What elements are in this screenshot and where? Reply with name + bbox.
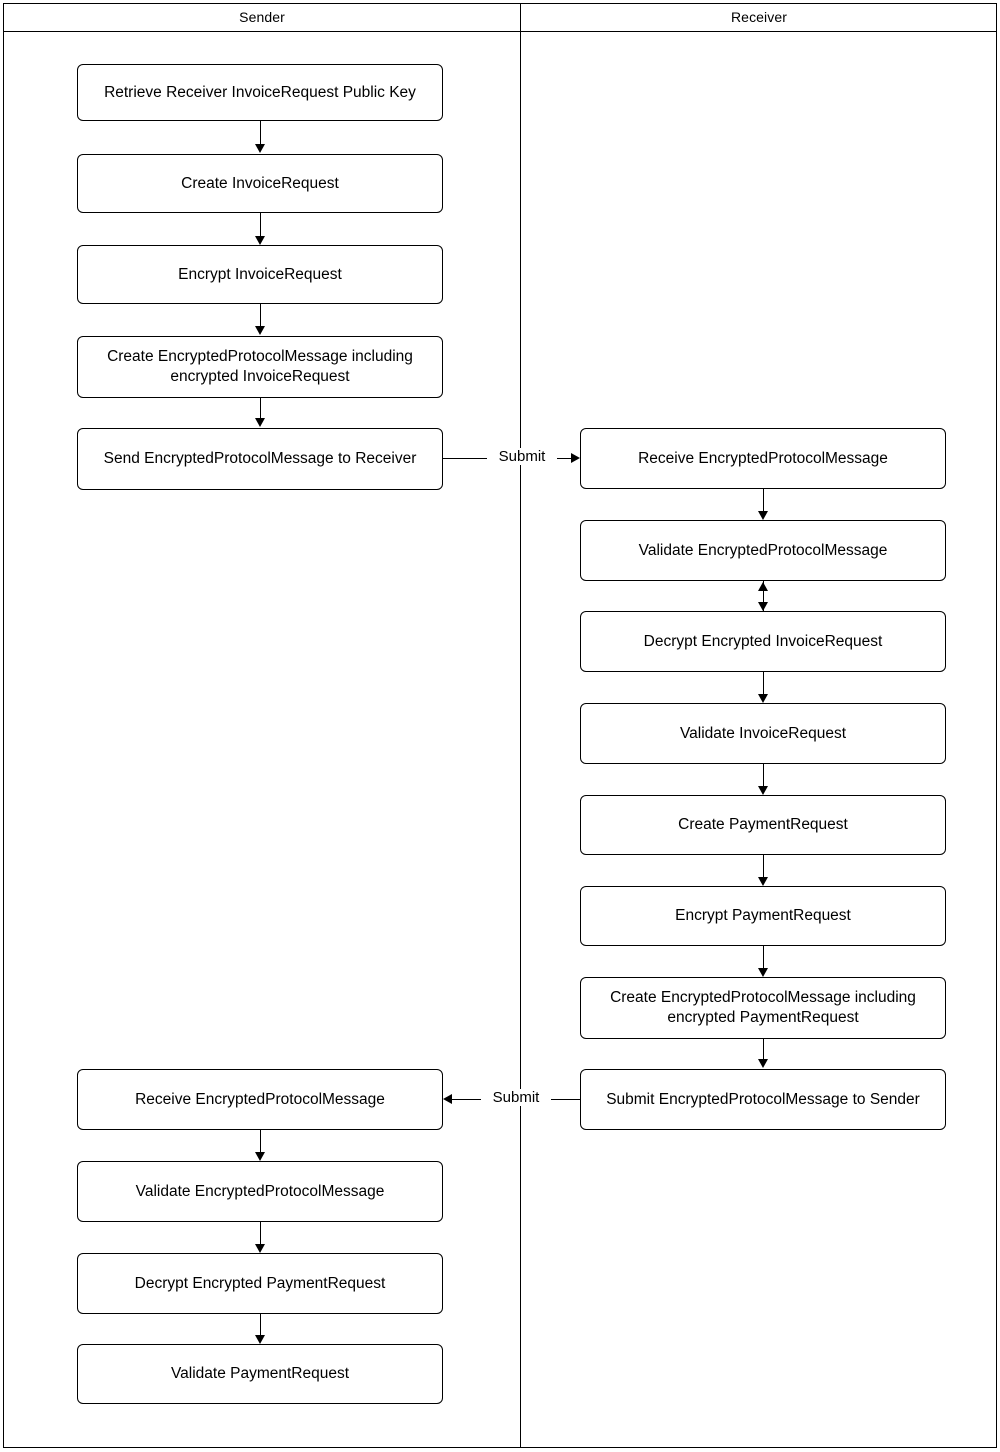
cross-edge-submit-1-label: Submit bbox=[487, 448, 557, 465]
arrowhead-receiver-5-6 bbox=[757, 877, 768, 886]
node-create-paymentrequest[interactable]: Create PaymentRequest bbox=[580, 795, 946, 855]
node-validate-encryptedprotocolmessage-sender[interactable]: Validate EncryptedProtocolMessage bbox=[77, 1161, 443, 1222]
node-validate-paymentrequest[interactable]: Validate PaymentRequest bbox=[77, 1344, 443, 1404]
node-label: Receive EncryptedProtocolMessage bbox=[638, 449, 888, 467]
connector-sender-2-3 bbox=[260, 213, 261, 236]
node-label: Create PaymentRequest bbox=[678, 816, 848, 833]
arrowhead-sender-2-3 bbox=[254, 236, 265, 245]
swimlane-frame bbox=[3, 3, 997, 1448]
node-label: Decrypt Encrypted PaymentRequest bbox=[134, 1274, 386, 1292]
node-encrypt-paymentrequest[interactable]: Encrypt PaymentRequest bbox=[580, 886, 946, 946]
cross-edge-submit-2-label: Submit bbox=[481, 1089, 551, 1106]
arrowhead-receiver-2-3-down bbox=[757, 602, 768, 611]
arrowhead-receiver-2-3-up bbox=[757, 582, 768, 591]
node-receive-encryptedprotocolmessage-receiver[interactable]: Receive EncryptedProtocolMessage bbox=[580, 428, 946, 489]
node-label: Validate EncryptedProtocolMessage bbox=[135, 1182, 385, 1200]
node-create-encryptedprotocolmessage-invoicerequest[interactable]: Create EncryptedProtocolMessage includin… bbox=[77, 336, 443, 398]
node-retrieve-receiver-public-key[interactable]: Retrieve Receiver InvoiceRequest Public … bbox=[77, 64, 443, 121]
connector-receiver-5-6 bbox=[763, 855, 764, 877]
node-label: Encrypt InvoiceRequest bbox=[178, 265, 342, 283]
arrowhead-sender-7-8 bbox=[254, 1244, 265, 1253]
cross-edge-submit-2-arrowhead bbox=[443, 1094, 452, 1104]
connector-receiver-6-7 bbox=[763, 946, 764, 968]
arrowhead-receiver-7-8 bbox=[757, 1059, 768, 1068]
arrowhead-sender-8-9 bbox=[254, 1335, 265, 1344]
node-label: Validate InvoiceRequest bbox=[679, 724, 846, 742]
lane-title-sender: Sender bbox=[239, 9, 285, 25]
node-validate-invoicerequest[interactable]: Validate InvoiceRequest bbox=[580, 703, 946, 764]
arrowhead-sender-4-5 bbox=[254, 418, 265, 427]
node-submit-encryptedprotocolmessage-to-sender[interactable]: Submit EncryptedProtocolMessage to Sende… bbox=[580, 1069, 946, 1130]
node-label: Submit EncryptedProtocolMessage to Sende… bbox=[606, 1090, 920, 1108]
node-validate-encryptedprotocolmessage-receiver[interactable]: Validate EncryptedProtocolMessage bbox=[580, 520, 946, 581]
node-label: Receive EncryptedProtocolMessage bbox=[135, 1090, 385, 1108]
cross-edge-submit-1-arrowhead bbox=[571, 453, 580, 463]
node-label: Send EncryptedProtocolMessage to Receive… bbox=[103, 450, 417, 467]
lane-header-divider bbox=[3, 31, 997, 32]
arrowhead-sender-3-4 bbox=[254, 326, 265, 335]
connector-sender-1-2 bbox=[260, 121, 261, 144]
node-label: Validate EncryptedProtocolMessage bbox=[638, 541, 888, 559]
node-label: Validate PaymentRequest bbox=[170, 1365, 350, 1382]
connector-receiver-7-8 bbox=[763, 1039, 764, 1059]
node-label: Retrieve Receiver InvoiceRequest Public … bbox=[104, 83, 416, 101]
arrowhead-receiver-3-4 bbox=[757, 694, 768, 703]
node-decrypt-encrypted-paymentrequest[interactable]: Decrypt Encrypted PaymentRequest bbox=[77, 1253, 443, 1314]
connector-sender-6-7 bbox=[260, 1130, 261, 1152]
lane-title-receiver: Receiver bbox=[730, 9, 788, 25]
lane-vertical-divider bbox=[520, 3, 521, 1448]
node-create-encryptedprotocolmessage-paymentrequest[interactable]: Create EncryptedProtocolMessage includin… bbox=[580, 977, 946, 1039]
node-send-encryptedprotocolmessage-to-receiver[interactable]: Send EncryptedProtocolMessage to Receive… bbox=[77, 428, 443, 490]
node-label: Decrypt Encrypted InvoiceRequest bbox=[643, 632, 883, 650]
connector-sender-3-4 bbox=[260, 304, 261, 326]
connector-sender-8-9 bbox=[260, 1314, 261, 1335]
connector-receiver-3-4 bbox=[763, 672, 764, 694]
connector-sender-4-5 bbox=[260, 398, 261, 418]
arrowhead-receiver-1-2 bbox=[757, 511, 768, 520]
node-decrypt-encrypted-invoicerequest[interactable]: Decrypt Encrypted InvoiceRequest bbox=[580, 611, 946, 672]
connector-receiver-4-5 bbox=[763, 764, 764, 786]
node-receive-encryptedprotocolmessage-sender[interactable]: Receive EncryptedProtocolMessage bbox=[77, 1069, 443, 1130]
node-label: Encrypt PaymentRequest bbox=[675, 907, 851, 924]
arrowhead-sender-6-7 bbox=[254, 1152, 265, 1161]
node-label: Create EncryptedProtocolMessage includin… bbox=[610, 989, 916, 1026]
node-create-invoicerequest[interactable]: Create InvoiceRequest bbox=[77, 154, 443, 213]
arrowhead-sender-1-2 bbox=[254, 144, 265, 153]
node-encrypt-invoicerequest[interactable]: Encrypt InvoiceRequest bbox=[77, 245, 443, 304]
node-label: Create EncryptedProtocolMessage includin… bbox=[107, 348, 413, 385]
node-label: Create InvoiceRequest bbox=[181, 174, 339, 192]
connector-receiver-1-2 bbox=[763, 489, 764, 511]
connector-receiver-2-3 bbox=[763, 581, 764, 611]
arrowhead-receiver-6-7 bbox=[757, 968, 768, 977]
arrowhead-receiver-4-5 bbox=[757, 786, 768, 795]
connector-sender-7-8 bbox=[260, 1222, 261, 1244]
